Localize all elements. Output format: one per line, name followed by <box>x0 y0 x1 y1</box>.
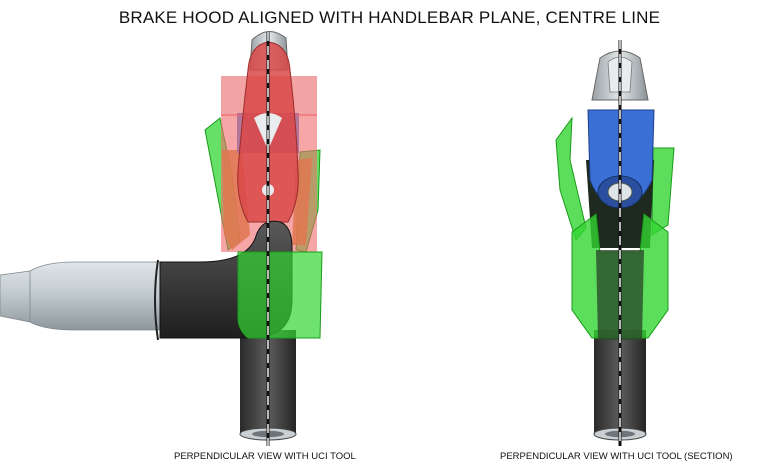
uci-tool-front-block <box>237 251 323 339</box>
figure-title: BRAKE HOOD ALIGNED WITH HANDLEBAR PLANE,… <box>118 8 661 27</box>
caption-right-view: PERPENDICULAR VIEW WITH UCI TOOL (SECTIO… <box>500 451 733 462</box>
left-view <box>0 31 323 446</box>
handlebar-tube <box>0 261 161 331</box>
right-view <box>555 40 675 446</box>
uci-tool-left-fin-section <box>555 116 587 242</box>
caption-left-view: PERPENDICULAR VIEW WITH UCI TOOL <box>174 451 356 462</box>
